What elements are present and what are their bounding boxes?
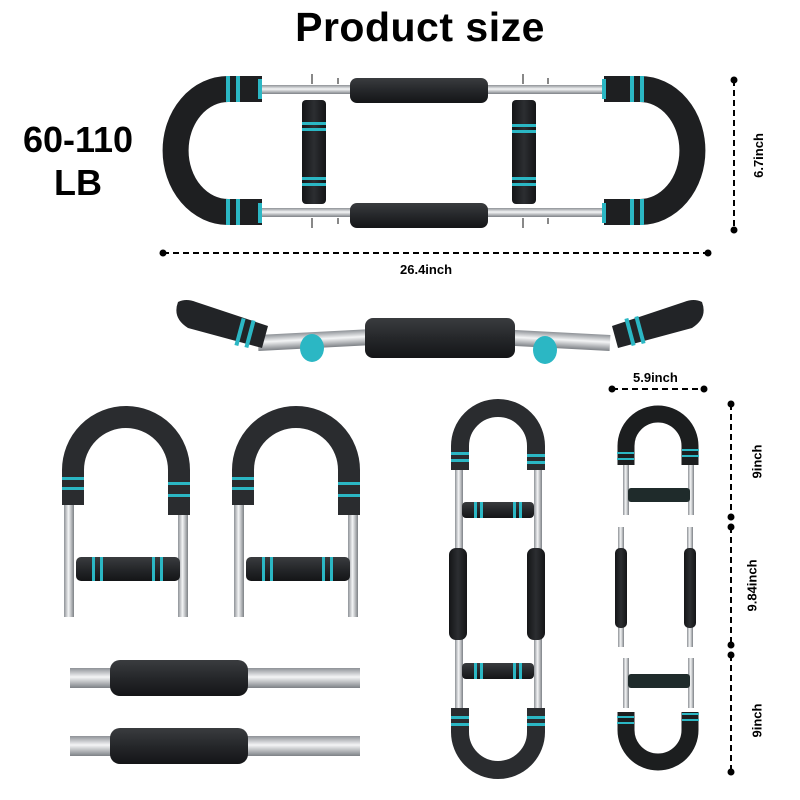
dimension-height-label: 6.7inch [750, 133, 766, 178]
middle-bar-bottom [70, 728, 360, 764]
dimension-line-segments [727, 400, 735, 776]
dimension-handle-width-label: 5.9inch [633, 370, 678, 385]
dimension-top-handle-label: 9inch [749, 444, 765, 479]
assembled-top-view [162, 74, 706, 228]
assembled-vertical-view [449, 399, 545, 779]
dimension-line-height [730, 76, 738, 234]
dimension-bottom-handle-label: 9inch [749, 703, 765, 738]
page-title: Product size [295, 4, 545, 50]
weight-range-value: 60-110 [22, 119, 134, 160]
dimension-line-handle-width [608, 385, 708, 393]
dimension-middle-bar-label: 9.84inch [744, 559, 760, 612]
assembled-side-view [176, 300, 704, 364]
u-handle-right [232, 406, 360, 617]
weight-range-label: 60-110 LB [8, 118, 148, 204]
middle-bar-top [70, 660, 360, 696]
dimension-length-label: 26.4inch [400, 262, 453, 277]
u-handle-left [62, 406, 190, 617]
exploded-vertical-view [615, 405, 699, 771]
weight-range-unit: LB [54, 162, 102, 203]
dimension-line-length [159, 249, 712, 257]
